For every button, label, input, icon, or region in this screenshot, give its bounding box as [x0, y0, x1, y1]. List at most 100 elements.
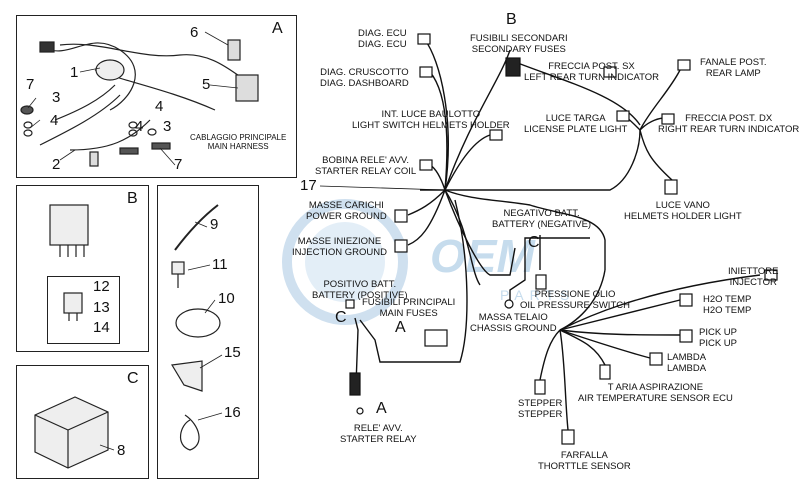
label-power-ground-en: POWER GROUND: [306, 211, 387, 222]
label-starter-relay-en: STARTER RELAY: [340, 434, 417, 445]
part-number-3: 3: [52, 89, 61, 106]
label-h2o-temp: H2O TEMP H2O TEMP: [703, 294, 751, 316]
label-left-turn-en: LEFT REAR TURN INDICATOR: [524, 72, 659, 83]
label-rear-lamp: FANALE POST. REAR LAMP: [700, 57, 767, 79]
diagram-letter-c: C: [335, 309, 347, 326]
label-air-temp: T ARIA ASPIRAZIONE AIR TEMPERATURE SENSO…: [578, 382, 733, 404]
label-battery-pos: POSITIVO BATT. BATTERY (POSITIVE): [312, 279, 408, 301]
part-number-4b: 4: [155, 98, 164, 115]
label-starter-coil-it: BOBINA RELE' AVV.: [322, 155, 410, 166]
part-number-10: 10: [218, 290, 235, 307]
label-lambda-it: LAMBDA: [667, 352, 707, 363]
part-number-17: 17: [300, 177, 317, 194]
part-number-14: 14: [93, 319, 110, 336]
label-starter-relay: RELE' AVV. STARTER RELAY: [340, 423, 417, 445]
label-fuses-it: FUSIBILI SECONDARI: [470, 33, 568, 44]
harness-label-en: MAIN HARNESS: [207, 142, 269, 151]
label-h2o-temp-en: H2O TEMP: [703, 305, 752, 316]
label-right-turn: FRECCIA POST. DX RIGHT REAR TURN INDICAT…: [658, 113, 799, 135]
label-license-plate-en: LICENSE PLATE LIGHT: [524, 124, 628, 135]
label-diag-ecu-en: DIAG. ECU: [358, 39, 407, 50]
label-injection-ground: MASSE INIEZIONE INJECTION GROUND: [292, 236, 387, 258]
part-number-4: 4: [50, 112, 59, 129]
label-diag-dash-en: DIAG. DASHBOARD: [320, 78, 409, 89]
label-injection-ground-it: MASSE INIEZIONE: [297, 236, 382, 247]
panel-b-letter: B: [127, 190, 138, 207]
label-fuses-en: SECONDARY FUSES: [471, 44, 566, 55]
label-chassis-ground-en: CHASSIS GROUND: [470, 323, 557, 334]
label-air-temp-it: T ARIA ASPIRAZIONE: [607, 382, 704, 393]
label-rear-lamp-it: FANALE POST.: [700, 57, 767, 68]
label-diag-ecu: DIAG. ECU DIAG. ECU: [358, 28, 407, 50]
label-rear-lamp-en: REAR LAMP: [705, 68, 761, 79]
diagram-letter-c2: C: [528, 234, 540, 251]
label-throttle: FARFALLA THORTTLE SENSOR: [538, 450, 631, 472]
label-injector: INIETTORE INJECTOR: [728, 266, 779, 288]
label-battery-pos-it: POSITIVO BATT.: [323, 279, 397, 290]
label-stepper: STEPPER STEPPER: [518, 398, 562, 420]
label-license-plate: LUCE TARGA LICENSE PLATE LIGHT: [524, 113, 627, 135]
fuse-subbox: [47, 276, 120, 344]
part-number-6: 6: [190, 24, 199, 41]
label-pickup: PICK UP PICK UP: [699, 327, 737, 349]
harness-label-it: CABLAGGIO PRINCIPALE: [190, 133, 287, 142]
label-stepper-en: STEPPER: [518, 409, 563, 420]
label-oil-pressure: PRESSIONE OLIO OIL PRESSURE SWITCH: [520, 289, 630, 311]
panel-c-letter: C: [127, 370, 139, 387]
label-starter-coil: BOBINA RELE' AVV. STARTER RELAY COIL: [315, 155, 416, 177]
label-battery-neg-it: NEGATIVO BATT.: [503, 208, 580, 219]
panel-a-letter: A: [272, 20, 283, 37]
label-main-fuses-en: MAIN FUSES: [379, 308, 438, 319]
part-number-5: 5: [202, 76, 211, 93]
part-number-3b: 3: [163, 118, 172, 135]
label-light-switch-en: LIGHT SWITCH HELMETS HOLDER: [352, 120, 510, 131]
part-number-12: 12: [93, 278, 110, 295]
part-number-11: 11: [212, 256, 228, 273]
label-throttle-it: FARFALLA: [560, 450, 608, 461]
label-diag-ecu-it: DIAG. ECU: [358, 28, 407, 39]
label-fuses: FUSIBILI SECONDARI SECONDARY FUSES: [470, 33, 568, 55]
label-light-switch: INT. LUCE BAULOTTO LIGHT SWITCH HELMETS …: [352, 109, 510, 131]
label-main-fuses-it: FUSIBILI PRINCIPALI: [362, 297, 456, 308]
label-diag-dash-it: DIAG. CRUSCOTTO: [320, 67, 409, 78]
part-number-16: 16: [224, 404, 241, 421]
label-stepper-it: STEPPER: [518, 398, 563, 409]
label-chassis-ground: MASSA TELAIO CHASSIS GROUND: [470, 312, 557, 334]
label-oil-pressure-en: OIL PRESSURE SWITCH: [520, 300, 630, 311]
label-h2o-temp-it: H2O TEMP: [703, 294, 752, 305]
part-number-2: 2: [52, 156, 61, 173]
part-number-7: 7: [26, 76, 35, 93]
label-license-plate-it: LUCE TARGA: [545, 113, 606, 124]
part-number-15: 15: [224, 344, 241, 361]
label-starter-coil-en: STARTER RELAY COIL: [315, 166, 417, 177]
part-number-8: 8: [117, 442, 126, 459]
label-left-turn-it: FRECCIA POST. SX: [548, 61, 635, 72]
label-right-turn-it: FRECCIA POST. DX: [685, 113, 773, 124]
label-right-turn-en: RIGHT REAR TURN INDICATOR: [658, 124, 800, 135]
label-left-turn: FRECCIA POST. SX LEFT REAR TURN INDICATO…: [524, 61, 659, 83]
label-lambda: LAMBDA LAMBDA: [667, 352, 706, 374]
label-helmets-light-en: HELMETS HOLDER LIGHT: [624, 211, 742, 222]
panel-accessories-box: [157, 185, 259, 479]
label-battery-pos-en: BATTERY (POSITIVE): [312, 290, 408, 301]
label-air-temp-en: AIR TEMPERATURE SENSOR ECU: [578, 393, 733, 404]
part-number-1: 1: [70, 64, 79, 81]
part-number-9: 9: [210, 216, 219, 233]
label-injector-it: INIETTORE: [728, 266, 779, 277]
label-helmets-light: LUCE VANO HELMETS HOLDER LIGHT: [624, 200, 742, 222]
label-injection-ground-en: INJECTION GROUND: [292, 247, 387, 258]
label-battery-neg: NEGATIVO BATT. BATTERY (NEGATIVE): [492, 208, 591, 230]
part-number-13: 13: [93, 299, 110, 316]
label-diag-dash: DIAG. CRUSCOTTO DIAG. DASHBOARD: [320, 67, 409, 89]
label-power-ground: MASSE CARICHI POWER GROUND: [306, 200, 387, 222]
label-injector-en: INJECTOR: [729, 277, 777, 288]
label-power-ground-it: MASSE CARICHI: [308, 200, 384, 211]
harness-label: CABLAGGIO PRINCIPALE MAIN HARNESS: [190, 133, 286, 151]
label-lambda-en: LAMBDA: [667, 363, 707, 374]
label-main-fuses: FUSIBILI PRINCIPALI MAIN FUSES: [362, 297, 455, 319]
watermark-subtext: PARTS: [500, 287, 576, 303]
